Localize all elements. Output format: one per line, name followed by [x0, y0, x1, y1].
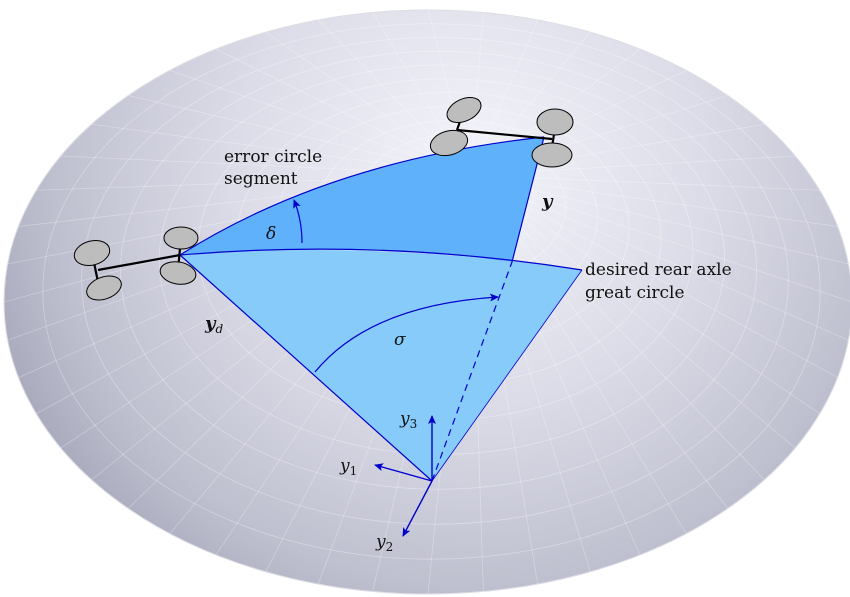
- wheel: [536, 108, 574, 136]
- meridian-line: [469, 174, 850, 303]
- vehicle-axle: [97, 253, 181, 272]
- wheel: [429, 129, 469, 157]
- y1-axis-arrow: [374, 463, 433, 482]
- vehicle-axle: [456, 128, 553, 141]
- y2-axis-label: y2: [375, 532, 393, 554]
- vehicle-left: [73, 226, 199, 301]
- lower-sector-region: [180, 250, 582, 481]
- latitude-line: [120, 50, 757, 490]
- meridian-line: [469, 174, 849, 265]
- y1-axis-label: y1: [339, 456, 357, 478]
- desired-great-circle-label-line1: desired rear axle: [585, 260, 732, 280]
- meridian-line: [469, 174, 820, 415]
- y-vector-label: y: [541, 191, 554, 212]
- y2-axis-arrow: [402, 480, 433, 537]
- delta-angle-label: δ: [266, 224, 276, 244]
- error-circle-label-line2: segment: [224, 169, 298, 189]
- latitude-line: [42, 23, 821, 560]
- y3-axis-label: y3: [399, 409, 417, 431]
- meridian-line: [469, 174, 796, 449]
- right-sector-edge: [431, 269, 583, 482]
- wheel: [159, 261, 197, 285]
- delta-angle-arc: [293, 199, 303, 244]
- meridian-line: [215, 48, 471, 176]
- wheel: [446, 96, 482, 124]
- desired-great-circle-label-line2: great circle: [585, 283, 685, 303]
- sigma-angle-arc: [314, 293, 499, 373]
- wheel: [163, 226, 199, 250]
- yd-radius-line: [179, 254, 433, 482]
- upper-sector-region: [180, 137, 544, 262]
- meridian-line: [469, 174, 838, 378]
- wheel: [73, 240, 111, 266]
- vehicle-top-right: [429, 96, 574, 168]
- error-circle-label-line1: error circle: [224, 147, 322, 167]
- latitude-line: [81, 37, 789, 525]
- sigma-angle-label: σ: [394, 330, 406, 350]
- wheel: [531, 142, 573, 168]
- error-circle-arc: [179, 136, 545, 256]
- yd-vector-label: yd: [204, 313, 223, 336]
- meridian-line: [469, 174, 849, 341]
- wheel: [86, 275, 122, 301]
- desired-great-circle-line: [179, 248, 583, 271]
